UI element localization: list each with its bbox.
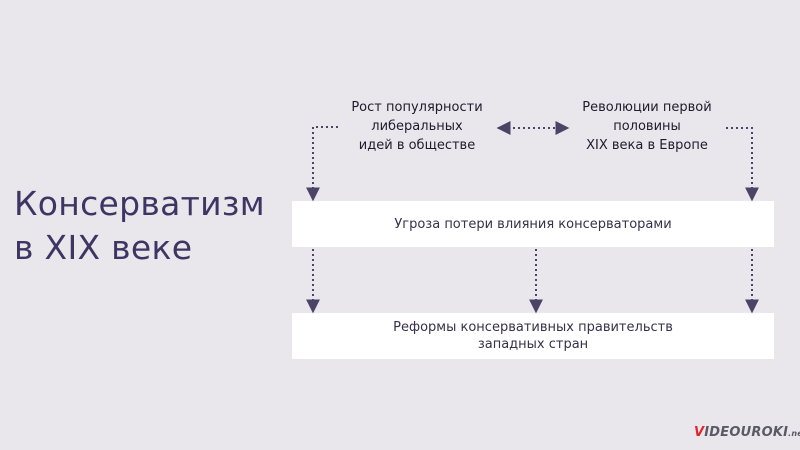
title-line-2: в XIX веке bbox=[14, 228, 193, 267]
reforms-line-1: Реформы консервативных правительств bbox=[393, 320, 673, 335]
threat-box: Угроза потери влияния консерваторами bbox=[292, 201, 774, 247]
reforms-line-2: западных стран bbox=[477, 337, 589, 352]
cause-2-line-2: половины bbox=[613, 119, 681, 134]
cause-1-line-1: Рост популярности bbox=[351, 100, 483, 115]
logo-text: IDEOUROKI bbox=[704, 425, 789, 440]
title-line-1: Консерватизм bbox=[14, 184, 265, 223]
logo-suffix: .net bbox=[788, 429, 800, 438]
slide-title: Консерватизм в XIX веке bbox=[14, 182, 265, 270]
arrow-cause1-to-threat bbox=[306, 126, 338, 202]
arrow-cause2-to-threat bbox=[726, 127, 759, 202]
cause-1-line-2: либеральных bbox=[371, 119, 463, 134]
logo-v: V bbox=[694, 425, 705, 440]
cause-revolutions: Революции первой половины XIX века в Евр… bbox=[566, 98, 728, 155]
videouroki-logo: VIDEOUROKI.net bbox=[694, 425, 800, 440]
cause-1-line-3: идей в обществе bbox=[358, 138, 476, 153]
reforms-box: Реформы консервативных правительств запа… bbox=[292, 313, 774, 359]
cause-liberal-ideas: Рост популярности либеральных идей в общ… bbox=[332, 98, 502, 155]
cause-2-line-3: XIX века в Европе bbox=[586, 138, 708, 153]
threat-label: Угроза потери влияния консерваторами bbox=[394, 216, 672, 232]
cause-2-line-1: Революции первой bbox=[582, 100, 712, 115]
